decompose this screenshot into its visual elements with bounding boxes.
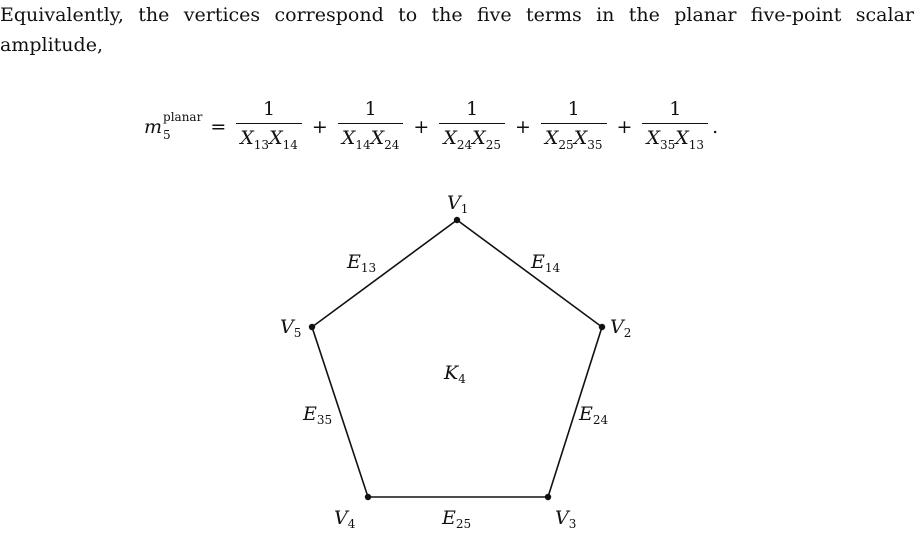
paragraph-line-2: amplitude, <box>0 34 103 56</box>
plus-sign: + <box>413 115 430 138</box>
vertex-dot-4 <box>364 493 372 501</box>
label-letter: V <box>334 507 350 529</box>
denom-sub: 14 <box>282 137 298 152</box>
paragraph-line-1: Equivalently, the vertices correspond to… <box>0 4 914 26</box>
denom-factor: X <box>675 127 689 149</box>
equals-sign: = <box>210 115 227 138</box>
period: . <box>712 115 719 138</box>
denom-factor: X <box>240 127 254 149</box>
plus-sign: + <box>616 115 633 138</box>
denom-sub: 13 <box>253 137 270 152</box>
denom-sub: 25 <box>485 137 501 152</box>
edge-label-e35: E35 <box>302 403 332 427</box>
edge-label-e13: E13 <box>346 251 376 275</box>
edge-label-e14: E14 <box>530 251 561 275</box>
fraction-term-1: 1 X13X14 <box>236 98 302 156</box>
pentagon-outline <box>311 219 603 498</box>
denom-factor: X <box>472 127 486 149</box>
label-sub: 4 <box>458 372 466 386</box>
numerator: 1 <box>567 98 580 120</box>
vertex-dot-1 <box>453 216 461 224</box>
denominator: X35X13 <box>642 123 709 156</box>
fraction-term-4: 1 X25X35 <box>540 98 607 156</box>
lhs-symbol: m <box>144 115 163 138</box>
label-sub: 3 <box>569 517 577 531</box>
denom-sub: 35 <box>659 137 676 152</box>
fraction-term-2: 1 X14X24 <box>337 98 404 156</box>
denom-factor: X <box>544 127 559 149</box>
denom-sub: 14 <box>355 137 371 152</box>
label-sub: 14 <box>545 261 561 275</box>
label-sub: 1 <box>461 202 469 216</box>
label-sub: 13 <box>361 261 376 275</box>
label-letter: E <box>578 403 593 425</box>
edge-label-e25: E25 <box>441 507 471 531</box>
label-sub: 25 <box>456 517 471 531</box>
denom-sub: 35 <box>587 137 603 152</box>
fraction-term-3: 1 X24X25 <box>439 98 505 156</box>
vertex-label-v3: V3 <box>555 507 576 531</box>
vertex-dot-2 <box>598 323 606 331</box>
denom-factor: X <box>646 127 660 149</box>
vertex-dot-3 <box>544 493 552 501</box>
label-sub: 4 <box>348 517 356 531</box>
vertex-dot-5 <box>308 323 316 331</box>
label-letter: E <box>302 403 317 425</box>
denominator: X13X14 <box>236 123 302 156</box>
paragraph: Equivalently, the vertices correspond to… <box>0 0 914 60</box>
denom-sub: 13 <box>688 137 705 152</box>
plus-sign: + <box>311 115 328 138</box>
label-sub: 35 <box>317 413 332 427</box>
numerator: 1 <box>364 98 377 120</box>
label-sub: 2 <box>624 326 632 340</box>
vertex-label-v2: V2 <box>610 316 631 340</box>
numerator: 1 <box>263 98 276 120</box>
denom-sub: 24 <box>384 137 400 152</box>
center-label-k4: K4 <box>443 362 466 386</box>
denom-factor: X <box>573 127 588 149</box>
label-letter: V <box>280 316 296 338</box>
denom-factor: X <box>269 127 283 149</box>
lhs-scripts: planar 5 <box>163 109 203 142</box>
label-letter: V <box>610 316 626 338</box>
label-sub: 24 <box>593 413 609 427</box>
label-letter: E <box>441 507 456 529</box>
label-sub: 5 <box>294 326 302 340</box>
denom-sub: 24 <box>456 137 473 152</box>
fraction-term-5: 1 X35X13 <box>642 98 709 156</box>
denominator: X14X24 <box>337 123 404 156</box>
label-letter: E <box>346 251 361 273</box>
lhs-subscript: 5 <box>163 127 171 142</box>
denominator: X25X35 <box>540 123 607 156</box>
denominator: X24X25 <box>439 123 505 156</box>
vertex-label-v1: V1 <box>447 192 468 216</box>
denom-factor: X <box>341 127 356 149</box>
equation-lhs: m planar 5 <box>144 109 203 142</box>
label-letter: E <box>530 251 545 273</box>
label-letter: V <box>555 507 571 529</box>
vertex-label-v5: V5 <box>280 316 301 340</box>
denom-factor: X <box>370 127 385 149</box>
plus-sign: + <box>514 115 531 138</box>
edge-label-e24: E24 <box>578 403 609 427</box>
numerator: 1 <box>669 98 682 120</box>
denom-factor: X <box>443 127 457 149</box>
denom-sub: 25 <box>558 137 574 152</box>
label-letter: V <box>447 192 463 214</box>
vertex-label-v4: V4 <box>334 507 356 531</box>
lhs-superscript: planar <box>163 109 203 124</box>
numerator: 1 <box>466 98 479 120</box>
label-letter: K <box>443 362 460 384</box>
amplitude-equation: m planar 5 = 1 X13X14 + 1 X14X24 + 1 X24… <box>144 98 718 156</box>
